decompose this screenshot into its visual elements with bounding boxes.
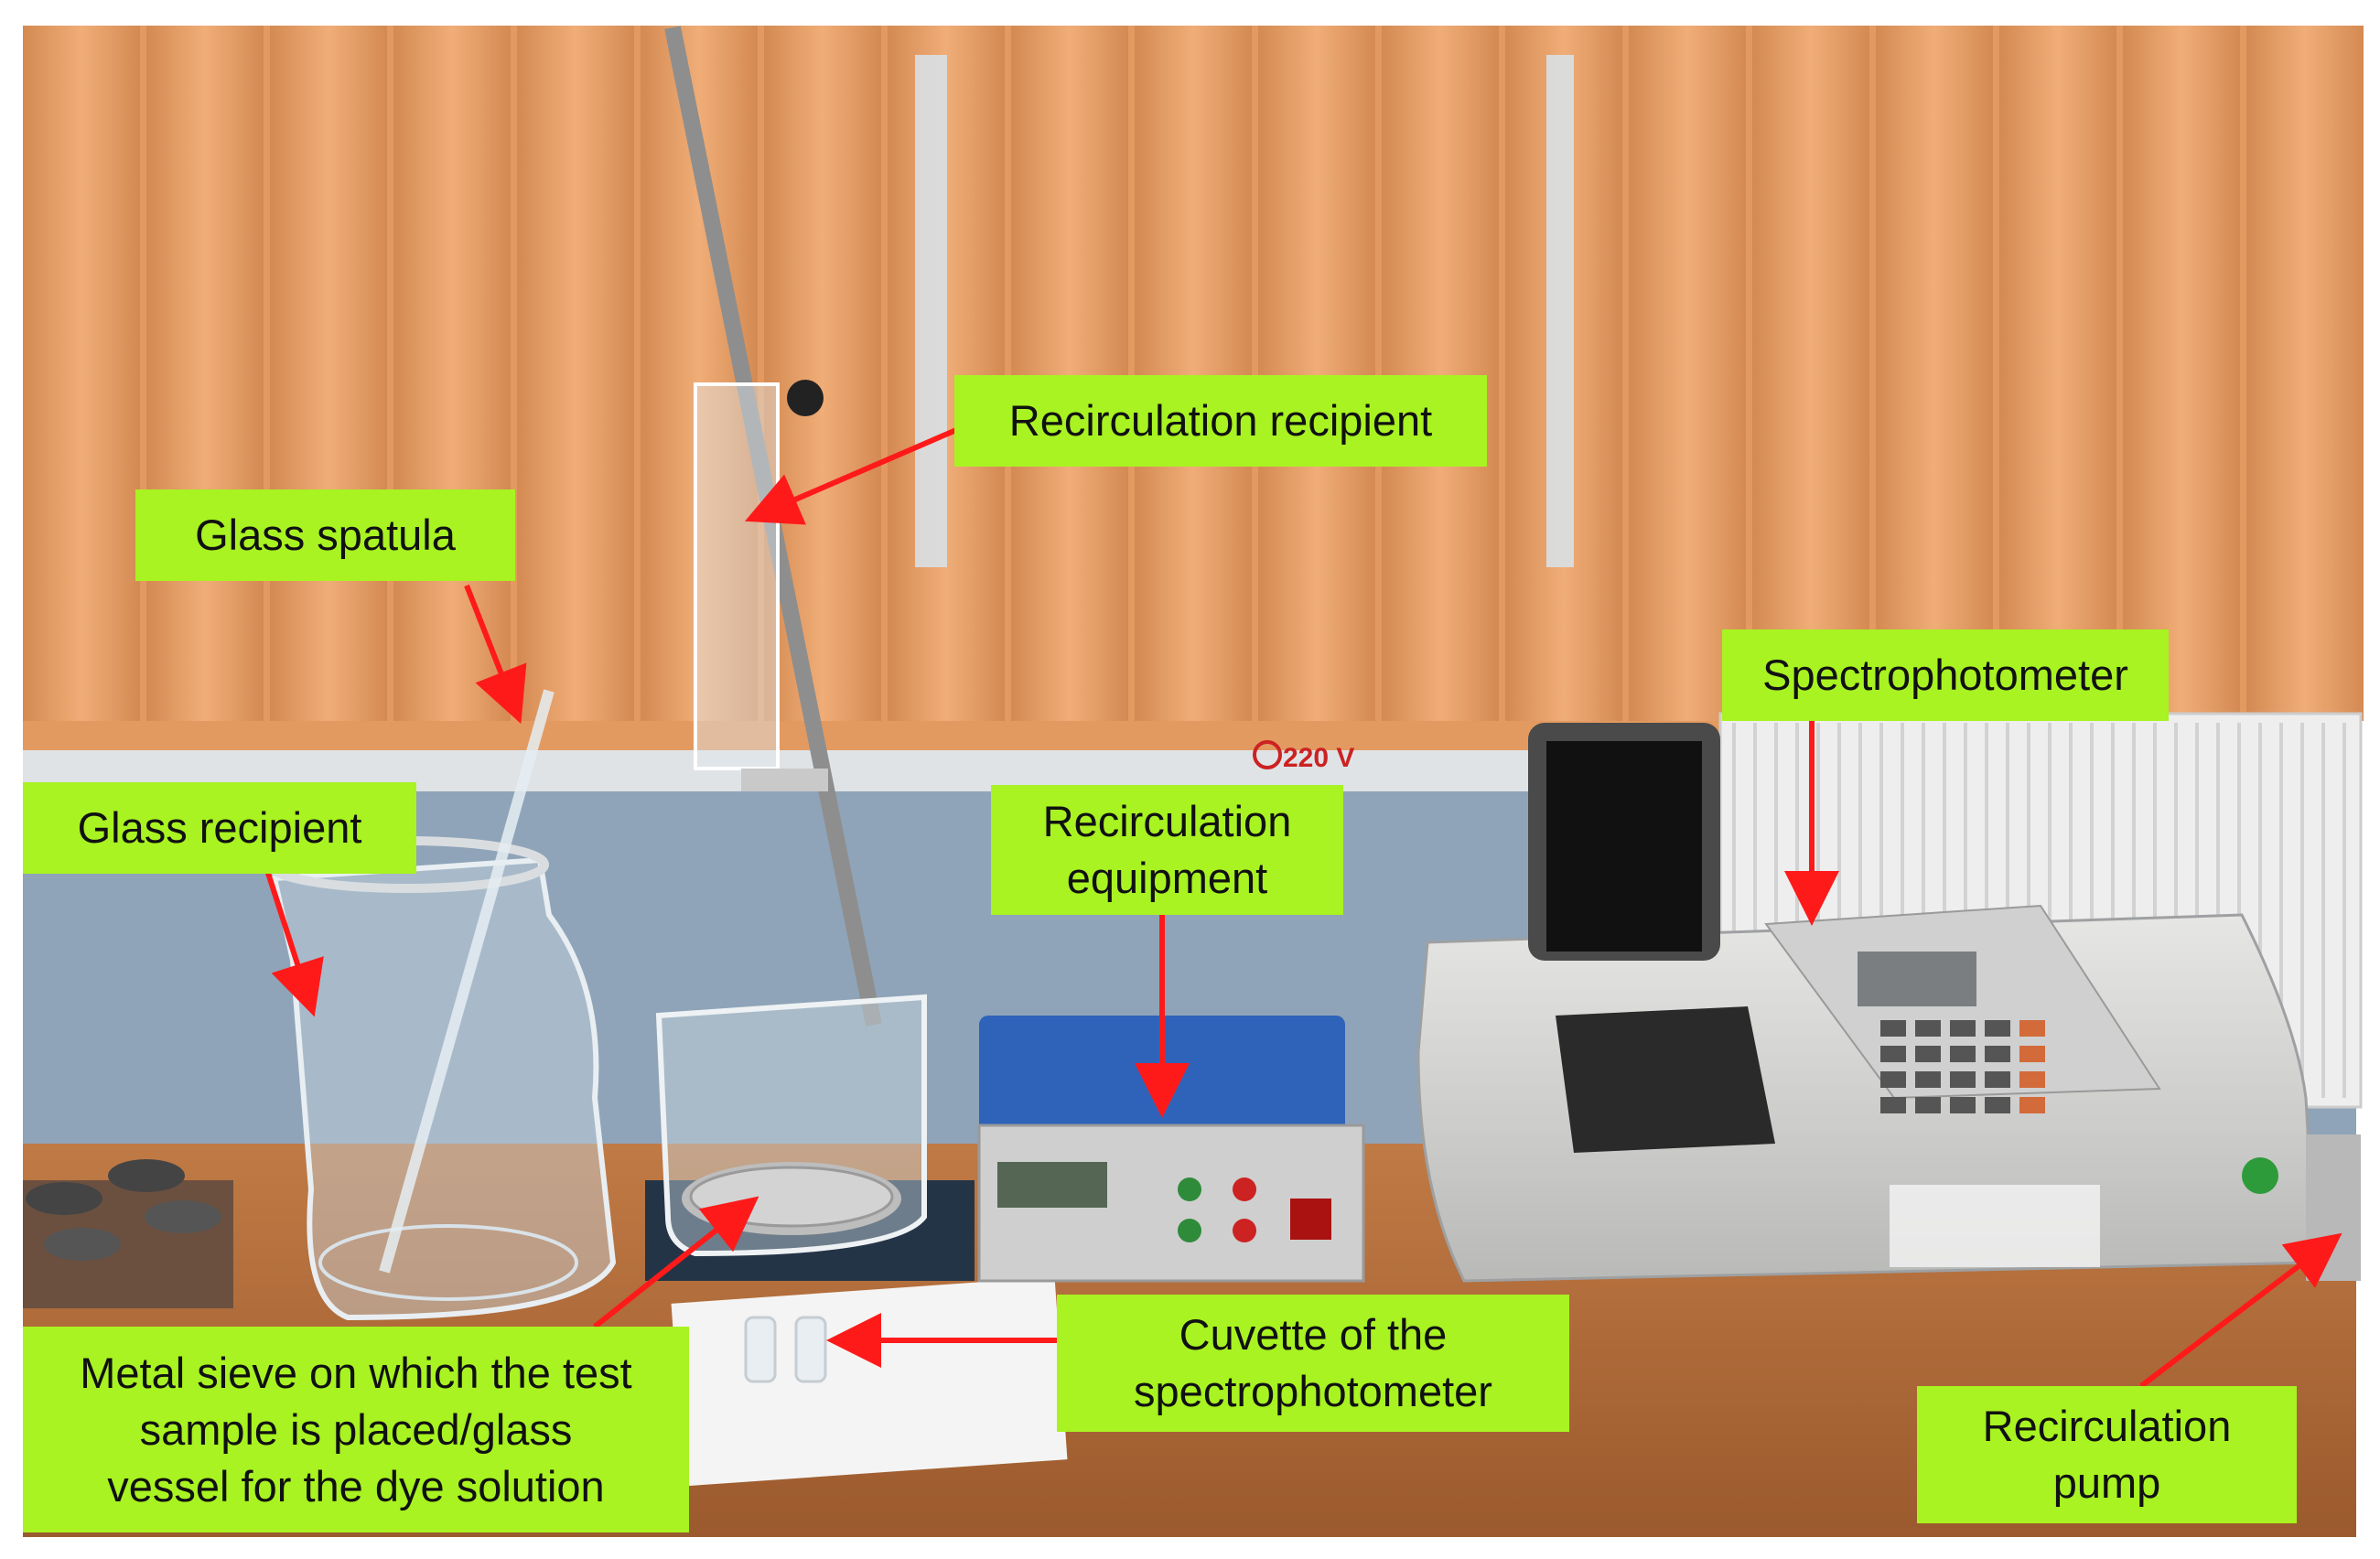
keypad-key [1950, 1020, 1976, 1037]
blind-slat [1752, 26, 1869, 721]
blind-slat [764, 26, 881, 721]
keypad-key [1880, 1097, 1906, 1113]
keypad-key [1950, 1071, 1976, 1088]
white-paper [671, 1276, 1068, 1487]
recirculation-recipient-illustration [664, 26, 882, 1027]
recirculation-equipment-illustration [977, 1016, 1365, 1283]
blind-slat [23, 26, 140, 721]
keypad-key [2019, 1020, 2045, 1037]
blind-slat [1629, 26, 1746, 721]
window-blinds [23, 26, 2364, 776]
blind-slat [1135, 26, 1252, 721]
blind-slat [2123, 26, 2240, 721]
blind-slat [270, 26, 387, 721]
keypad-key [1950, 1046, 1976, 1062]
keypad-key [1985, 1097, 2010, 1113]
blind-slat [1876, 26, 1993, 721]
keypad-key [2019, 1046, 2045, 1062]
metal-rings [23, 1159, 233, 1308]
keypad-key [1915, 1046, 1941, 1062]
sieve-vessel-illustration [645, 994, 975, 1281]
blind-slat [1382, 26, 1499, 721]
keypad-key [1985, 1046, 2010, 1062]
blind-slat [517, 26, 634, 721]
keypad-key [2019, 1097, 2045, 1113]
keypad-key [1985, 1020, 2010, 1037]
recirculation-pump-illustration [2306, 1134, 2361, 1281]
blind-slat [393, 26, 511, 721]
blind-slats [23, 26, 2364, 721]
outlet-icon [1253, 740, 1282, 769]
keypad-key [1915, 1020, 1941, 1037]
glass-spatula-illustration [379, 689, 555, 1274]
keypad-key [1985, 1071, 2010, 1088]
annotation-arrows [263, 427, 2342, 1389]
blind-slat [2246, 26, 2364, 721]
arrow-glass-recipient [263, 864, 324, 1017]
arrow-recirculation-pump [2139, 1232, 2342, 1389]
keypad-key [1880, 1020, 1906, 1037]
blind-slat [146, 26, 264, 721]
cuvettes-illustration [744, 1316, 827, 1383]
blind-slat [1258, 26, 1375, 721]
keypad-key [1880, 1046, 1906, 1062]
arrow-glass-spatula [464, 584, 527, 725]
keypad-key [2019, 1071, 2045, 1088]
arrow-recirculation-recipient [744, 427, 958, 525]
keypad-key [1950, 1097, 1976, 1113]
blind-slat [1011, 26, 1128, 721]
keypad-key [1915, 1097, 1941, 1113]
keypad-key [1880, 1071, 1906, 1088]
blind-slat [1999, 26, 2116, 721]
outlet-label: 220 V [1283, 743, 1354, 773]
spectrophotometer-illustration [1416, 723, 2317, 1283]
keypad-key [1915, 1071, 1941, 1088]
arrow-metal-sieve [593, 1196, 759, 1329]
